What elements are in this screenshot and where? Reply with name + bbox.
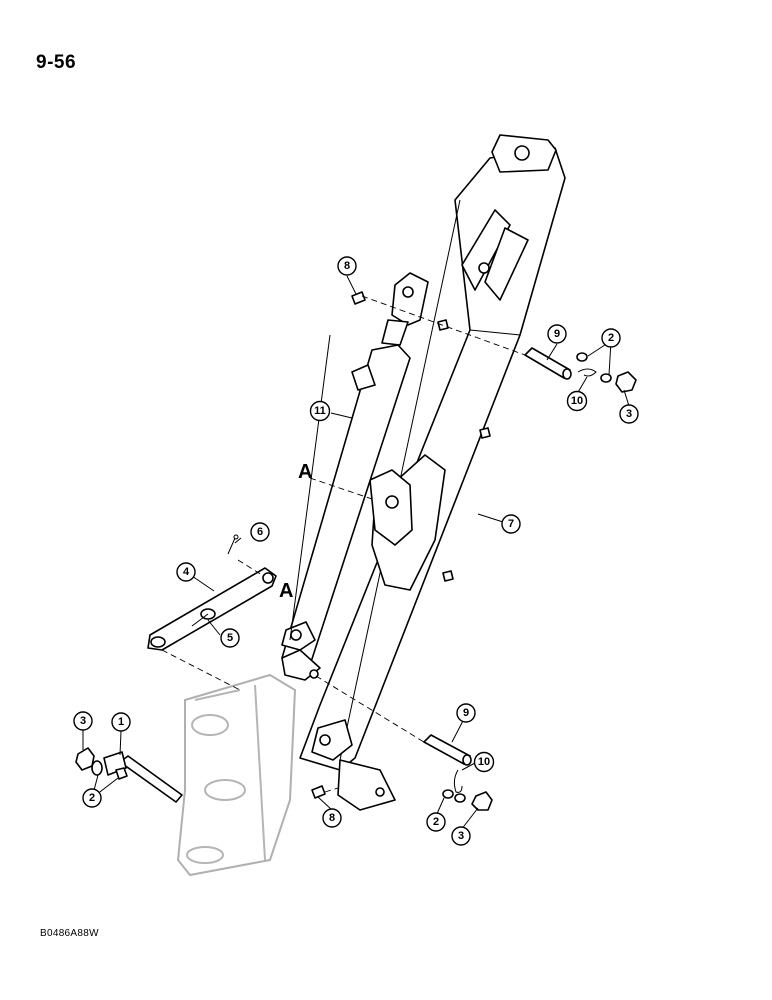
cotter-pin bbox=[227, 534, 239, 555]
svg-text:4: 4 bbox=[183, 566, 190, 578]
callout-1: 1 bbox=[111, 712, 131, 732]
link-bar bbox=[147, 567, 277, 651]
pin-upper-right bbox=[524, 347, 572, 380]
callout-6: 6 bbox=[250, 522, 270, 542]
grease-fitting-upper bbox=[351, 291, 366, 305]
svg-text:7: 7 bbox=[508, 518, 514, 530]
section-marker-upper: A bbox=[298, 461, 312, 483]
alignment-lines bbox=[161, 295, 526, 793]
callout-9-upper: 9 bbox=[547, 324, 567, 344]
lock-pin bbox=[191, 608, 216, 627]
callout-10-upper: 10 bbox=[566, 390, 588, 412]
washers-lower-right bbox=[442, 789, 466, 803]
callout-5: 5 bbox=[220, 628, 240, 648]
section-marker-lower: A bbox=[279, 580, 293, 602]
callout-8-lower: 8 bbox=[322, 808, 342, 828]
nut-lower-right bbox=[471, 791, 493, 811]
svg-text:9: 9 bbox=[554, 328, 560, 340]
pivot-pin-lower-left bbox=[103, 751, 183, 803]
nut-upper-right bbox=[615, 371, 637, 393]
svg-text:2: 2 bbox=[89, 792, 95, 804]
svg-text:9: 9 bbox=[463, 707, 469, 719]
clip-upper-right bbox=[577, 368, 597, 377]
svg-text:3: 3 bbox=[458, 830, 464, 842]
callout-2-lower-right: 2 bbox=[426, 812, 446, 832]
svg-text:2: 2 bbox=[608, 332, 614, 344]
nut-lower-left bbox=[75, 747, 128, 780]
callout-3-lower-right: 3 bbox=[451, 826, 471, 846]
clip-lower-right bbox=[453, 769, 463, 793]
callout-2-upper-right: 2 bbox=[601, 328, 621, 348]
svg-text:5: 5 bbox=[227, 632, 233, 644]
svg-text:2: 2 bbox=[433, 816, 439, 828]
callout-8-upper: 8 bbox=[337, 256, 357, 276]
pin-lower-right bbox=[423, 734, 472, 766]
callout-10-lower: 10 bbox=[473, 751, 495, 773]
boom-arm bbox=[299, 134, 566, 811]
callout-11: 11 bbox=[309, 400, 331, 422]
hydraulic-cylinder bbox=[281, 272, 429, 681]
svg-text:8: 8 bbox=[344, 260, 350, 272]
washers-upper-right bbox=[576, 352, 612, 383]
callout-3-lower-left: 3 bbox=[73, 711, 93, 731]
svg-text:11: 11 bbox=[314, 405, 326, 417]
callout-7: 7 bbox=[501, 514, 521, 534]
svg-text:3: 3 bbox=[80, 715, 86, 727]
page-number: 9-56 bbox=[36, 52, 77, 73]
grease-fitting-lower bbox=[311, 785, 326, 799]
svg-text:10: 10 bbox=[478, 756, 490, 768]
svg-text:3: 3 bbox=[626, 408, 632, 420]
svg-text:10: 10 bbox=[571, 395, 583, 407]
svg-text:1: 1 bbox=[118, 716, 124, 728]
washer-lower-left bbox=[91, 760, 103, 776]
svg-text:8: 8 bbox=[329, 812, 335, 824]
callout-2-lower-left: 2 bbox=[82, 788, 102, 808]
callout-3-upper-right: 3 bbox=[619, 404, 639, 424]
svg-text:6: 6 bbox=[257, 526, 263, 538]
drawing-code: B0486A88W bbox=[40, 928, 99, 939]
mounting-bracket bbox=[176, 673, 297, 877]
callout-4: 4 bbox=[176, 562, 196, 582]
callout-9-lower: 9 bbox=[456, 703, 476, 723]
